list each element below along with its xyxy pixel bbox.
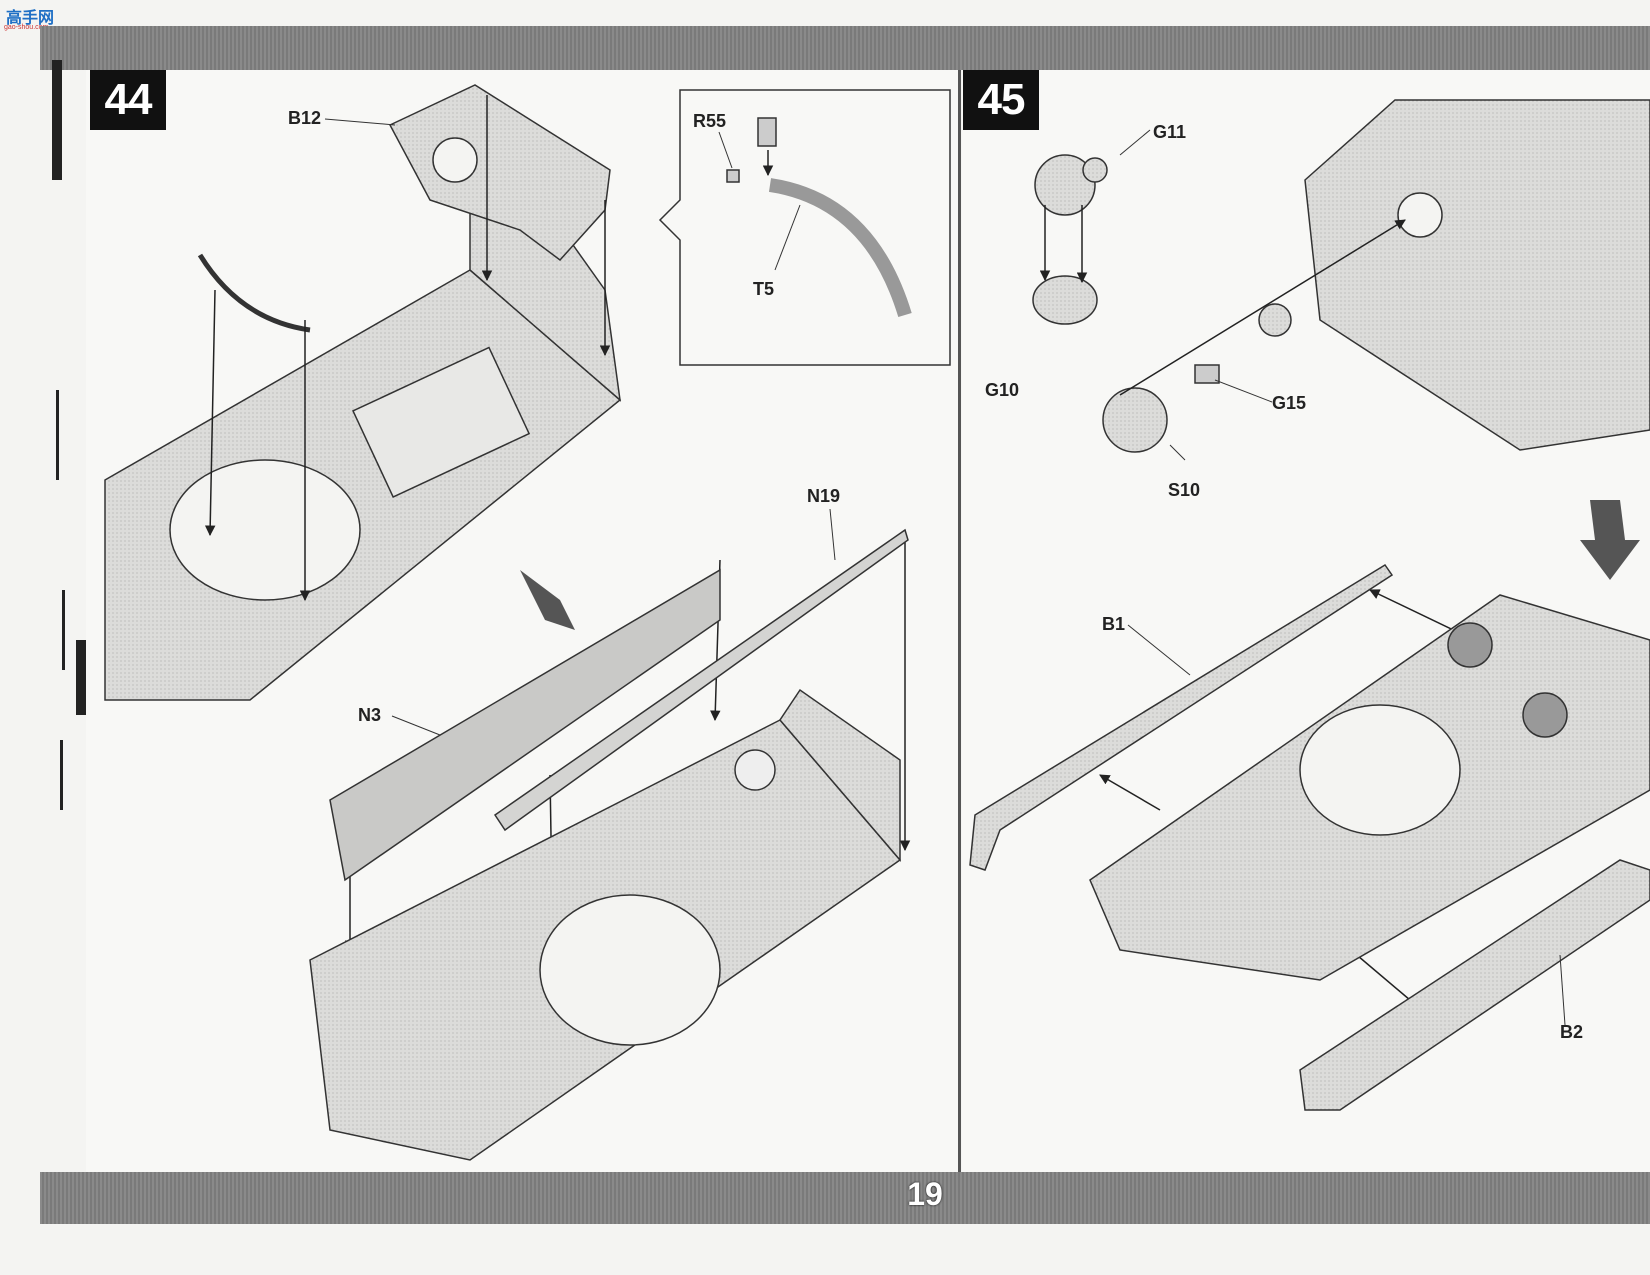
binding-mark <box>76 640 86 715</box>
part-b12 <box>388 84 611 262</box>
label-g10: G10 <box>985 380 1020 400</box>
label-n3: N3 <box>358 705 382 725</box>
direction-arrow <box>1580 500 1640 580</box>
leader-lines <box>324 118 1566 1026</box>
part-s10 <box>1102 303 1292 453</box>
step-number-45: 45 <box>963 70 1039 130</box>
logo-text: 高手网 <box>6 10 55 27</box>
part-b1 <box>969 563 1394 871</box>
binding-mark <box>62 590 65 670</box>
label-b12: B12 <box>288 108 322 128</box>
label-b1: B1 <box>1102 614 1126 634</box>
part-n3 <box>329 568 721 882</box>
label-r55: R55 <box>693 111 727 131</box>
part-t5-curve <box>197 253 311 333</box>
page-number: 19 <box>907 1176 943 1212</box>
label-g11: G11 <box>1153 122 1187 142</box>
top-band <box>40 26 1650 70</box>
logo-subtext: gao-shou.com <box>4 24 49 31</box>
label-g15: G15 <box>1272 393 1307 413</box>
bottom-band <box>40 1172 1650 1224</box>
part-b2 <box>1299 859 1650 1111</box>
hull-assembled-45 <box>1089 594 1650 981</box>
label-n19: N19 <box>807 486 841 506</box>
panel-divider <box>958 70 961 1172</box>
hull-rear-top <box>1304 99 1650 451</box>
label-b2: B2 <box>1560 1022 1584 1042</box>
hull-assembled <box>309 688 902 1161</box>
step-number-44: 44 <box>90 70 166 130</box>
binding-mark <box>52 60 62 180</box>
label-t5: T5 <box>753 279 775 299</box>
label-s10: S10 <box>1168 480 1201 500</box>
inset-frame <box>658 89 951 366</box>
part-g11 <box>1034 154 1108 216</box>
direction-arrow <box>520 570 575 630</box>
binding-mark <box>60 740 63 810</box>
binding-mark <box>56 390 59 480</box>
part-n19 <box>493 528 909 832</box>
site-logo: 高手网 gao-shou.com <box>0 0 72 34</box>
part-g10 <box>1032 275 1098 325</box>
